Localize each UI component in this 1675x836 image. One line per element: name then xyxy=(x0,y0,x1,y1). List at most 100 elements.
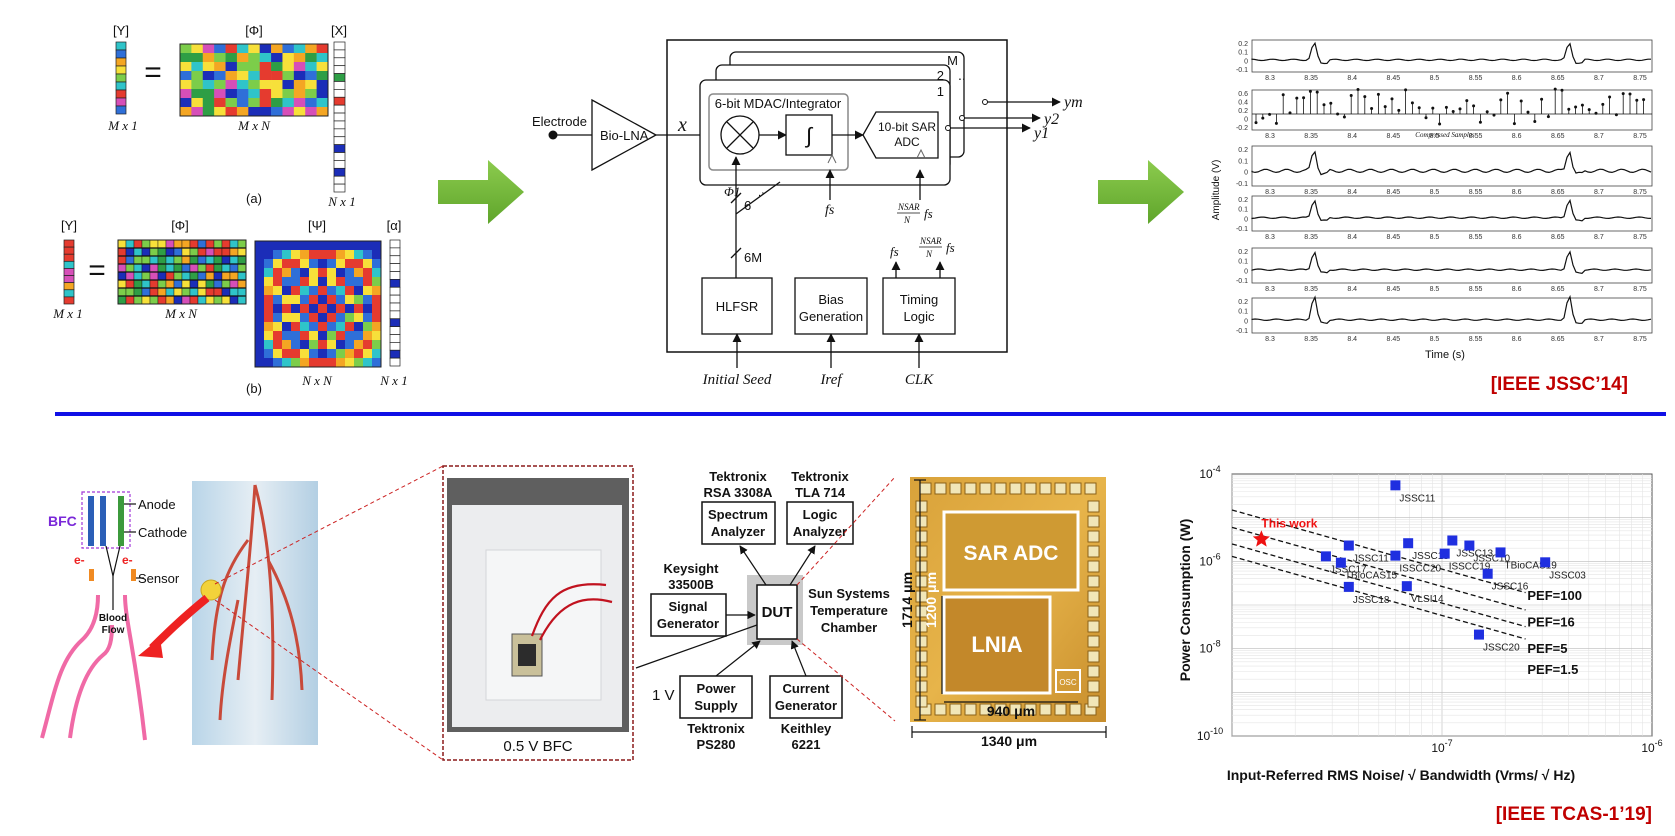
waveform-y-tick-label: -0.1 xyxy=(1236,181,1248,188)
phi-matrix-cell xyxy=(237,263,247,273)
chart-x-tick-exponent: -6 xyxy=(1655,738,1663,748)
psi-matrix-cell xyxy=(327,241,337,251)
output-ym: ym xyxy=(1062,94,1083,111)
phi-matrix-cell xyxy=(141,287,151,297)
psi-matrix-cell xyxy=(309,259,319,269)
waveform-x-tick-label: 8.7 xyxy=(1594,234,1604,241)
waveform-y-tick-label: 0.1 xyxy=(1238,50,1248,57)
psi-matrix-cell xyxy=(372,322,382,332)
compressed-sample-marker xyxy=(1281,93,1285,97)
sensor-label: Sensor xyxy=(138,571,180,586)
y-vector-cell xyxy=(63,246,75,255)
waveform-x-tick-label: 8.6 xyxy=(1512,336,1522,343)
psi-matrix-cell xyxy=(309,349,319,359)
psi-matrix-cell xyxy=(255,349,265,359)
timing-nsar-numerator: NSAR xyxy=(919,236,942,246)
chart-point-label: JSSC11 xyxy=(1399,493,1435,504)
y-vector-cell xyxy=(63,289,75,298)
spectrum-line2: Analyzer xyxy=(711,524,765,539)
psi-matrix-cell xyxy=(255,313,265,323)
phi-matrix-cell xyxy=(271,89,283,99)
phi-matrix-cell xyxy=(293,44,306,54)
psi-matrix-cell xyxy=(336,286,346,296)
compressed-sample-marker xyxy=(1519,99,1523,103)
waveform-x-tick-label: 8.4 xyxy=(1347,189,1357,196)
phi-matrix-cell xyxy=(221,295,231,305)
y-vector-cell xyxy=(115,89,127,99)
x-vector-cell xyxy=(333,128,346,138)
waveform-x-tick-label: 8.5 xyxy=(1430,234,1440,241)
phi-matrix-cell xyxy=(282,89,295,99)
phi-matrix-cell xyxy=(221,247,231,257)
psi-matrix-cell xyxy=(255,241,265,251)
y-vector-cell xyxy=(63,253,75,262)
psi-matrix-cell xyxy=(327,277,337,287)
phi-label-b: [Φ] xyxy=(171,218,189,233)
psi-matrix-cell xyxy=(291,241,301,251)
compressed-sample-marker xyxy=(1506,91,1510,95)
psi-matrix-cell xyxy=(300,313,310,323)
x-vector-cell xyxy=(333,65,346,74)
phi-matrix-cell xyxy=(213,295,223,305)
psi-matrix-cell xyxy=(345,250,355,260)
waveform-y-tick-label: 0.4 xyxy=(1238,100,1248,107)
phi-matrix-cell xyxy=(236,80,249,90)
psi-matrix-cell xyxy=(291,259,301,269)
waveform-x-tick-label: 8.35 xyxy=(1304,189,1318,196)
x-vector-cell xyxy=(333,160,346,169)
x-vector-cell xyxy=(333,112,346,122)
phi-matrix-cell xyxy=(293,89,306,99)
phi-matrix-cell xyxy=(236,44,249,54)
bias-label-line1: Bias xyxy=(818,292,844,307)
compressed-sample-marker xyxy=(1308,89,1312,93)
logic-line2: Analyzer xyxy=(793,524,847,539)
phi-matrix-cell xyxy=(293,80,306,90)
phi-matrix-cell xyxy=(237,271,247,281)
phi-matrix-cell xyxy=(157,255,167,265)
rsa-model: RSA 3308A xyxy=(704,485,773,500)
waveform-trace xyxy=(1251,250,1652,274)
blood-vessels-icon xyxy=(210,484,304,721)
psi-matrix-cell xyxy=(282,286,292,296)
bio-lna-label: Bio-LNA xyxy=(600,128,649,143)
phi-matrix-cell xyxy=(259,71,272,81)
psi-matrix-cell xyxy=(273,322,283,332)
chart-y-tick-label: 10-8 xyxy=(1199,639,1220,656)
bond-pad xyxy=(1069,482,1082,495)
ps-vendor: Tektronix xyxy=(687,721,745,736)
power-line2: Supply xyxy=(694,698,738,713)
phi-matrix-cell xyxy=(117,287,127,297)
bond-pad xyxy=(915,695,928,708)
phi-matrix-cell xyxy=(180,53,192,63)
phi-matrix-cell xyxy=(248,71,260,81)
phi-matrix-cell xyxy=(237,295,247,305)
x-vector-cell xyxy=(333,96,346,106)
compressed-sample-marker xyxy=(1560,88,1564,92)
waveform-x-tick-label: 8.3 xyxy=(1265,189,1275,196)
bond-pad xyxy=(964,482,977,495)
chart-y-tick-label: 10-10 xyxy=(1197,726,1223,743)
chart-point-label: JSSC18 xyxy=(1353,595,1390,606)
anode-label: Anode xyxy=(138,497,176,512)
bond-pad xyxy=(915,680,928,693)
psi-matrix-cell xyxy=(363,304,373,314)
psi-matrix-cell xyxy=(327,313,337,323)
compressed-sample-marker xyxy=(1342,115,1346,119)
compressed-sample-marker xyxy=(1376,92,1380,96)
phi-matrix-cell xyxy=(180,98,192,108)
phi-matrix-cell xyxy=(141,271,151,281)
waveform-y-tick-label: 0.1 xyxy=(1238,259,1248,266)
psi-matrix-cell xyxy=(363,313,373,323)
chart-y-tick-label: 10-6 xyxy=(1199,551,1220,568)
phi-matrix-cell xyxy=(237,255,247,265)
psi-matrix-cell xyxy=(336,277,346,287)
phi-matrix-cell xyxy=(149,263,159,273)
phi-matrix-cell xyxy=(236,62,249,72)
psi-matrix-cell xyxy=(255,331,265,341)
phi-matrix-cell xyxy=(236,98,249,108)
phi-matrix-cell xyxy=(117,271,127,281)
phi-matrix-cell xyxy=(191,53,204,63)
waveform-x-tick-label: 8.6 xyxy=(1512,234,1522,241)
y-dim-a: M x 1 xyxy=(107,118,138,133)
bond-pad xyxy=(915,515,928,528)
